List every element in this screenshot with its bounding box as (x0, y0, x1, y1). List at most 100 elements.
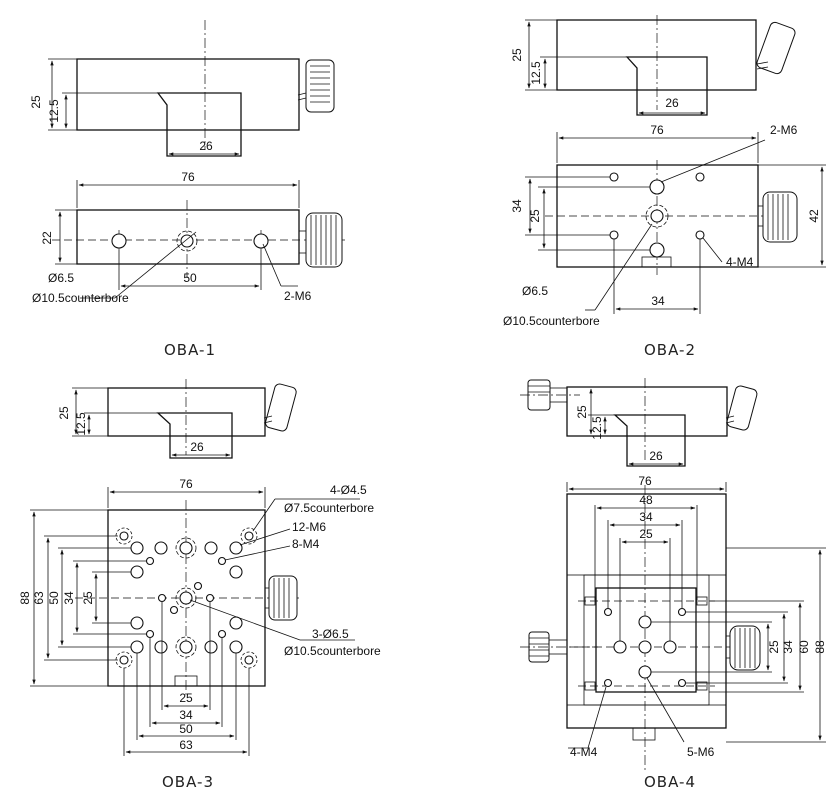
dim-label: 76 (181, 170, 195, 184)
thread-hole (217, 629, 227, 639)
note-label: Ø10.5counterbore (284, 644, 381, 658)
knob-icon (520, 631, 598, 663)
dim-label: 25 (81, 591, 95, 605)
thread-hole (638, 665, 652, 679)
dim-label: 34 (651, 294, 665, 308)
dim-label: 76 (650, 123, 664, 137)
dim-label: 22 (40, 231, 54, 245)
knob-icon (263, 383, 297, 432)
mount-hole (253, 233, 269, 249)
dim-label: 25 (510, 48, 524, 62)
view-caption: OBA-2 (644, 341, 696, 359)
note-label: 4-M4 (570, 745, 598, 759)
oba1-side-view: 25 12.5 26 (29, 20, 335, 157)
dim-label: 50 (47, 591, 61, 605)
note-label: 4-Ø4.5 (330, 483, 367, 497)
note-label: 2-M6 (284, 289, 312, 303)
knob-icon (264, 575, 298, 621)
thread-hole (154, 640, 168, 654)
thread-hole (145, 629, 155, 639)
counterbore-hole (240, 527, 258, 545)
thread-hole (677, 678, 687, 688)
note-label: 12-M6 (292, 520, 326, 534)
note-label: Ø6.5 (48, 271, 74, 285)
thread-hole (229, 616, 243, 630)
thread-hole (169, 605, 179, 615)
knob-icon (757, 191, 798, 243)
dim-label: 88 (18, 591, 32, 605)
note-label: Ø7.5counterbore (284, 501, 374, 515)
thread-hole (663, 640, 677, 654)
thread-hole (609, 230, 619, 240)
counterbore-hole (645, 204, 669, 228)
dim-label: 26 (649, 449, 663, 463)
dim-label: 25 (767, 640, 781, 654)
dim-label: 48 (639, 493, 653, 507)
knob-icon (520, 379, 580, 411)
oba2-side-view: 25 12.5 26 (510, 15, 796, 116)
thread-hole (638, 640, 652, 654)
dim-label: 50 (179, 722, 193, 736)
thread-hole (677, 607, 687, 617)
thread-hole (130, 616, 144, 630)
thread-hole (204, 640, 218, 654)
dim-label: 34 (781, 640, 795, 654)
thread-hole (130, 640, 144, 654)
thread-hole (638, 615, 652, 629)
dim-label: 25 (179, 691, 193, 705)
counterbore-hole (176, 230, 198, 252)
dim-label: 12.5 (74, 412, 88, 436)
dim-label: 25 (29, 95, 43, 109)
oba3-top-view: 76 88 63 50 34 25 25 34 50 63 (18, 477, 381, 756)
thread-hole (229, 565, 243, 579)
thread-hole (609, 172, 619, 182)
oba2-top-view: 76 34 25 42 34 2-M6 Ø6.5 Ø10.5counterbor… (503, 123, 826, 328)
counterbore-hole (175, 636, 197, 658)
mount-hole (111, 233, 127, 249)
thread-hole (695, 230, 705, 240)
note-label: 4-M4 (726, 255, 754, 269)
knob-icon (725, 385, 758, 431)
mount-hole (649, 242, 665, 258)
thread-hole (145, 556, 155, 566)
dim-label: 63 (179, 738, 193, 752)
dim-label: 12.5 (47, 99, 61, 123)
dim-label: 34 (510, 199, 524, 213)
thread-hole (603, 678, 613, 688)
dim-label: 25 (575, 405, 589, 419)
oba4-side-view: 25 12.5 26 (520, 378, 758, 467)
note-label: Ø10.5counterbore (503, 314, 600, 328)
view-caption: OBA-1 (164, 341, 216, 359)
dim-label: 12.5 (590, 416, 604, 440)
view-caption: OBA-3 (162, 773, 214, 791)
note-label: Ø6.5 (522, 284, 548, 298)
dim-label: 12.5 (529, 61, 543, 85)
note-label: 8-M4 (292, 537, 320, 551)
dim-label: 76 (638, 474, 652, 488)
thread-hole (193, 581, 203, 591)
oba1-top-view: 76 22 50 Ø6.5 Ø10.5counterbore 2-M6 (32, 170, 345, 305)
counterbore-hole (175, 537, 197, 559)
counterbore-hole (115, 527, 133, 545)
knob-icon (725, 625, 761, 671)
note-label: 3-Ø6.5 (312, 627, 349, 641)
dim-label: 34 (179, 708, 193, 722)
oba4-top-view: 76 48 34 25 25 34 60 88 4-M4 5-M6 (520, 474, 827, 770)
dim-label: 60 (797, 640, 811, 654)
thread-hole (130, 541, 144, 555)
note-label: Ø10.5counterbore (32, 291, 129, 305)
thread-hole (204, 541, 218, 555)
dim-label: 42 (807, 209, 821, 223)
dim-label: 26 (199, 139, 213, 153)
thread-hole (154, 541, 168, 555)
thread-hole (695, 172, 705, 182)
thread-hole (613, 640, 627, 654)
dim-label: 25 (528, 209, 542, 223)
note-label: 2-M6 (770, 123, 798, 137)
thread-hole (217, 556, 227, 566)
thread-hole (130, 565, 144, 579)
thread-hole (157, 593, 167, 603)
thread-hole (229, 541, 243, 555)
dim-label: 34 (639, 510, 653, 524)
